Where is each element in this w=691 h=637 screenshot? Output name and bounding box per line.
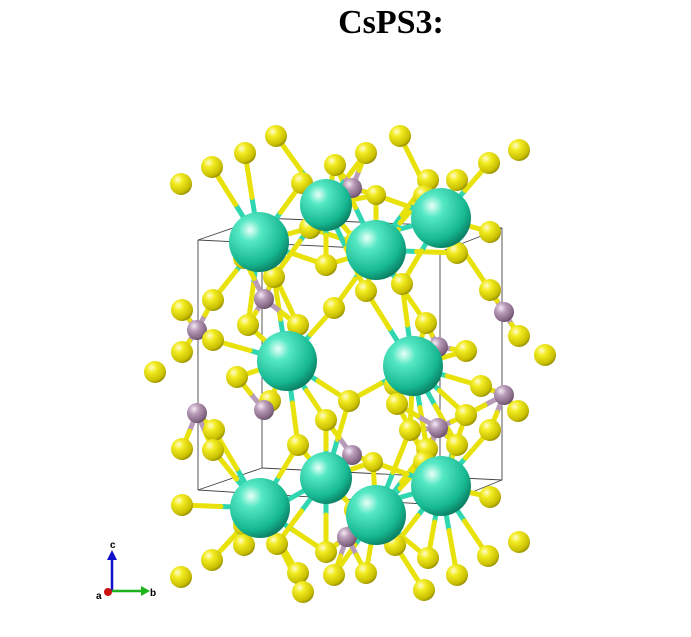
s-atom	[234, 142, 256, 164]
s-atom	[478, 152, 500, 174]
s-atom	[287, 434, 309, 456]
s-atom	[534, 344, 556, 366]
s-atom	[171, 494, 193, 516]
s-atom	[355, 142, 377, 164]
s-atom	[446, 169, 468, 191]
s-atom	[507, 400, 529, 422]
cs-atom	[300, 179, 352, 231]
s-atom	[202, 289, 224, 311]
cs-atom	[300, 452, 352, 504]
s-atom	[315, 254, 337, 276]
cs-atom	[346, 485, 406, 545]
s-atom	[237, 314, 259, 336]
cs-atom	[230, 478, 290, 538]
s-atom	[355, 562, 377, 584]
s-atom	[171, 299, 193, 321]
p-atom	[342, 445, 362, 465]
cs-atom	[346, 220, 406, 280]
a-axis-label: a	[96, 591, 102, 602]
s-atom	[315, 541, 337, 563]
s-atom	[226, 366, 248, 388]
s-atom	[415, 312, 437, 334]
p-atom	[494, 385, 514, 405]
s-atom	[263, 266, 285, 288]
s-atom	[446, 434, 468, 456]
s-atom	[455, 340, 477, 362]
s-atom	[479, 419, 501, 441]
s-atom	[323, 297, 345, 319]
s-atom	[470, 375, 492, 397]
b-axis-arrowhead	[141, 586, 150, 596]
s-atom	[479, 279, 501, 301]
s-atom	[417, 547, 439, 569]
s-atom	[315, 409, 337, 431]
s-atom	[391, 273, 413, 295]
s-atom	[202, 439, 224, 461]
s-atom	[265, 125, 287, 147]
axis-triad: c b a	[96, 540, 156, 602]
s-atom	[292, 581, 314, 603]
s-atom	[338, 390, 360, 412]
a-axis-dot	[104, 588, 112, 596]
s-atom	[233, 534, 255, 556]
s-atom	[455, 404, 477, 426]
s-atom	[202, 329, 224, 351]
s-atom	[201, 549, 223, 571]
p-atom	[187, 320, 207, 340]
p-atom	[187, 403, 207, 423]
structure-title: CsPS3:	[338, 4, 444, 41]
s-atom	[389, 125, 411, 147]
s-atom	[413, 579, 435, 601]
b-axis-label: b	[150, 588, 156, 599]
s-atom	[171, 438, 193, 460]
s-atom	[508, 139, 530, 161]
s-atom	[287, 562, 309, 584]
s-atom	[144, 361, 166, 383]
p-atom	[428, 418, 448, 438]
s-atom	[479, 486, 501, 508]
s-atom	[203, 419, 225, 441]
c-axis-label: c	[110, 540, 116, 551]
s-atom	[171, 341, 193, 363]
cs-atom	[383, 336, 443, 396]
s-atom	[170, 566, 192, 588]
s-atom	[170, 173, 192, 195]
cs-atom	[411, 456, 471, 516]
c-axis-arrowhead	[107, 550, 117, 560]
s-atom	[399, 419, 421, 441]
s-atom	[287, 314, 309, 336]
cs-atom	[257, 331, 317, 391]
s-atom	[386, 393, 408, 415]
p-atom	[254, 289, 274, 309]
s-atom	[508, 531, 530, 553]
s-atom	[266, 533, 288, 555]
s-atom	[477, 545, 499, 567]
s-atom	[324, 154, 346, 176]
s-atom	[363, 452, 383, 472]
unit-cell-edge	[197, 467, 263, 491]
s-atom	[355, 280, 377, 302]
cs-atom	[229, 212, 289, 272]
p-atom	[254, 400, 274, 420]
atoms-layer	[144, 125, 556, 603]
p-atom	[494, 302, 514, 322]
s-atom	[446, 242, 468, 264]
cs-atom	[411, 188, 471, 248]
s-atom	[323, 564, 345, 586]
s-atom	[446, 564, 468, 586]
s-atom	[479, 221, 501, 243]
s-atom	[508, 325, 530, 347]
s-atom	[366, 185, 386, 205]
s-atom	[201, 156, 223, 178]
